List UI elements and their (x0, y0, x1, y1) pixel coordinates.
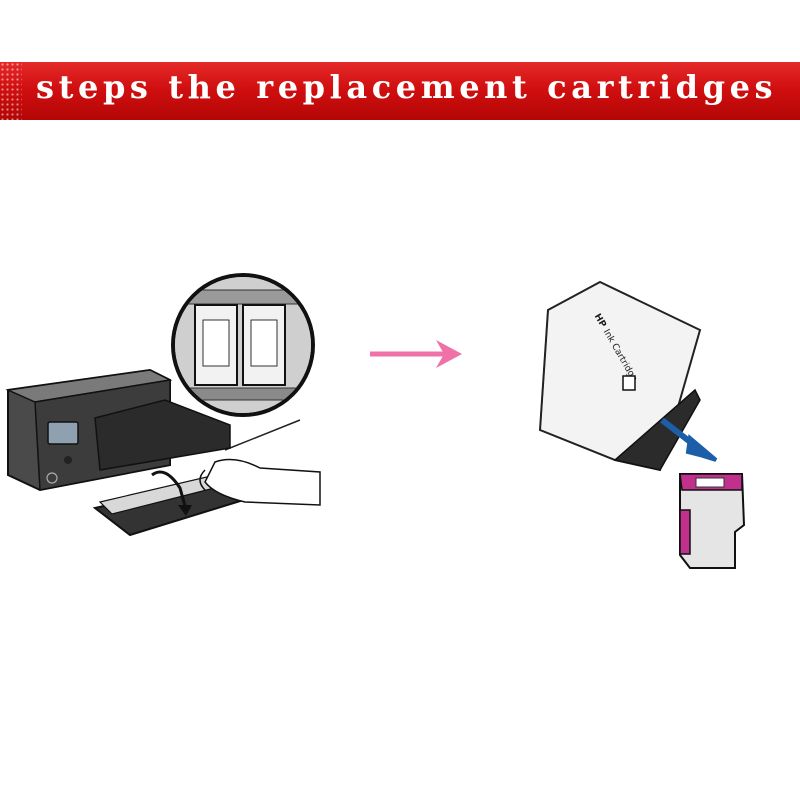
title-banner: steps the replacement cartridges (0, 62, 800, 120)
down-right-arrow-icon (660, 417, 718, 462)
right-arrow-icon (370, 340, 462, 368)
banner-dot-pattern (0, 62, 22, 120)
banner-title: steps the replacement cartridges (36, 68, 778, 106)
printer-illustration (5, 273, 321, 537)
ink-cartridge-illustration: HP Ink Cartridge (538, 280, 746, 569)
